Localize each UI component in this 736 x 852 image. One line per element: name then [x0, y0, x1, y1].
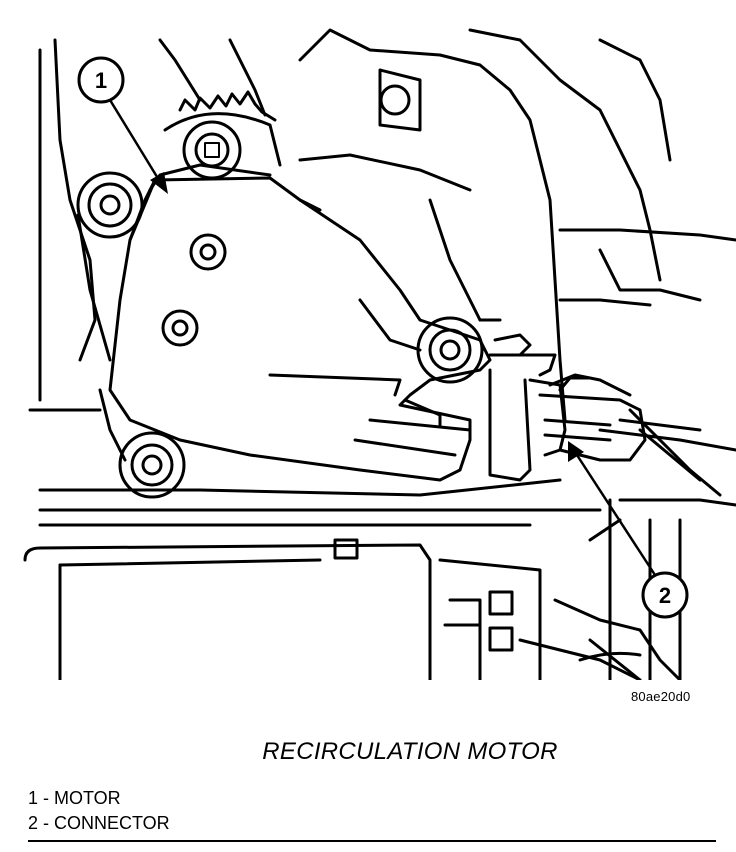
legend-item-connector: 2 - CONNECTOR: [28, 813, 170, 833]
callout-1: 1: [77, 56, 125, 104]
gear-sector: [163, 90, 282, 180]
mounting-bosses: [76, 171, 502, 499]
bottom-rule: [28, 840, 716, 842]
legend: 1 - MOTOR 2 - CONNECTOR: [28, 786, 170, 836]
motor-body: [108, 163, 492, 482]
callout-2-arrowhead: [568, 441, 584, 462]
callout-1-arrowhead: [150, 172, 168, 194]
legend-item-motor: 1 - MOTOR: [28, 788, 121, 808]
figure-id: 80ae20d0: [631, 689, 691, 704]
callout-1-number: 1: [95, 68, 107, 93]
callout-leaders: [108, 98, 657, 577]
callout-2: 2: [641, 571, 689, 619]
housing: [23, 28, 736, 680]
callout-2-number: 2: [659, 583, 671, 608]
recirculation-motor-illustration: 1 2: [23, 28, 736, 680]
figure-caption: RECIRCULATION MOTOR: [262, 738, 558, 765]
connector-assembly: [488, 333, 722, 497]
